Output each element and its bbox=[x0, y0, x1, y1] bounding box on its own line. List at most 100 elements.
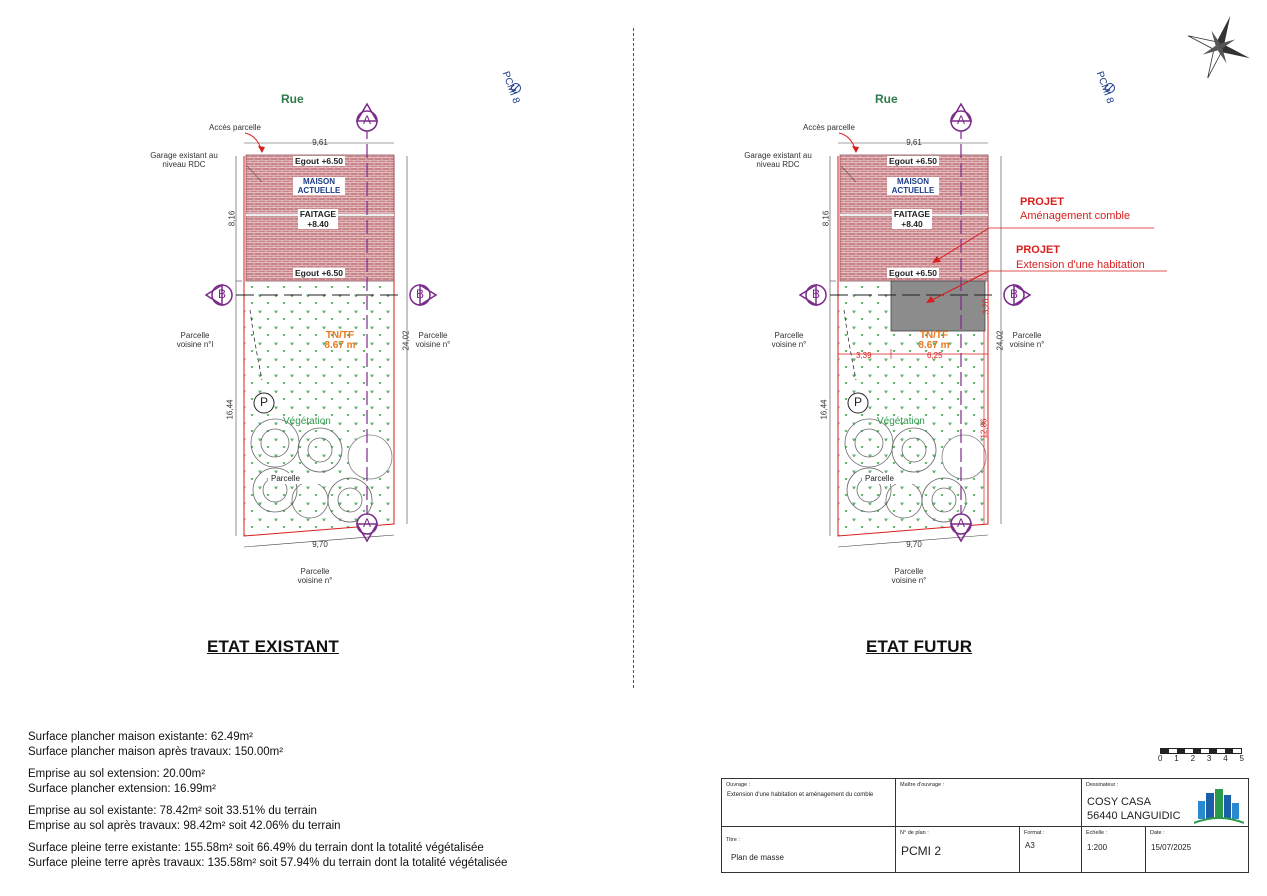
stat-line: Surface plancher maison existante: 62.49… bbox=[28, 731, 254, 743]
trees-icon bbox=[844, 418, 987, 523]
scale-tick: 2 bbox=[1190, 754, 1196, 763]
dim-left-bottom: 16,44 bbox=[225, 399, 235, 420]
titre-caption: Titre : bbox=[726, 837, 740, 843]
tn-label: TN/TF 8.67 m bbox=[324, 330, 356, 351]
scale-tick: 1 bbox=[1174, 754, 1179, 763]
cut-b-left-label: B bbox=[217, 287, 226, 301]
format-caption: Format : bbox=[1024, 830, 1045, 836]
parking-label: P bbox=[259, 395, 268, 409]
section-marker-a-bottom bbox=[949, 513, 973, 543]
section-marker-b-left bbox=[204, 283, 233, 307]
section-marker-a-bottom bbox=[355, 513, 379, 543]
dim-ext-bottom: 12,86 bbox=[979, 418, 989, 439]
cut-b-left-label: B bbox=[811, 287, 820, 301]
cut-b-right-label: B bbox=[1009, 287, 1018, 301]
projet1-sub: Aménagement comble bbox=[1020, 210, 1131, 222]
voisine-bottom: Parcelle voisine n° bbox=[891, 567, 927, 585]
egout-bottom: Egout +6.50 bbox=[887, 268, 939, 278]
garage-label: Garage existant au niveau RDC bbox=[744, 151, 812, 169]
garage-label: Garage existant au niveau RDC bbox=[150, 151, 218, 169]
title-existant: ETAT EXISTANT bbox=[207, 637, 339, 656]
section-marker-b-left bbox=[798, 283, 827, 307]
vegetation-label: Végétation bbox=[877, 416, 925, 427]
dim-ext-w: 6,25 bbox=[927, 351, 943, 360]
projet2-sub: Extension d'une habitation bbox=[1016, 259, 1145, 271]
dim-bottom: 9,70 bbox=[312, 540, 328, 549]
extension-block bbox=[890, 280, 986, 332]
stat-line: Emprise au sol extension: 20.00m² bbox=[28, 768, 206, 780]
parcelle-label: Parcelle bbox=[862, 473, 928, 484]
section-marker-a-top bbox=[949, 102, 973, 132]
rue-label: Rue bbox=[281, 92, 304, 106]
maitre-caption: Maître d'ouvrage : bbox=[900, 782, 945, 788]
maison-label: MAISON ACTUELLE bbox=[293, 177, 345, 195]
voisine-right: Parcelle voisine n° bbox=[1009, 331, 1045, 349]
dim-top: 9,61 bbox=[312, 138, 328, 147]
titre-value: Plan de masse bbox=[731, 853, 784, 862]
egout-bottom: Egout +6.50 bbox=[293, 268, 345, 278]
ouvrage-value: Extension d'une habitation et aménagemen… bbox=[727, 792, 874, 798]
faitage-label: FAITAGE +8.40 bbox=[892, 209, 932, 229]
format-value: A3 bbox=[1025, 841, 1035, 850]
stat-line: Surface plancher extension: 16.99m² bbox=[28, 783, 216, 795]
dessinateur-caption: Dessinateur : bbox=[1086, 782, 1119, 788]
dim-ext-h: 3,20 bbox=[981, 298, 991, 315]
title-block: Ouvrage : Extension d'une habitation et … bbox=[721, 778, 1249, 873]
pcmi-north-icon bbox=[511, 83, 521, 93]
cut-b-right-label: B bbox=[415, 287, 424, 301]
section-marker-b-right bbox=[1003, 283, 1032, 307]
egout-top: Egout +6.50 bbox=[293, 156, 345, 166]
stat-line: Emprise au sol après travaux: 98.42m² so… bbox=[28, 820, 341, 832]
parcelle-label: Parcelle bbox=[268, 473, 334, 484]
date-caption: Date : bbox=[1150, 830, 1165, 836]
faitage-label: FAITAGE +8.40 bbox=[298, 209, 338, 229]
projet1-title: PROJET bbox=[1020, 196, 1065, 208]
plan-futur-drawing bbox=[798, 83, 1167, 548]
company-logo-icon bbox=[1194, 789, 1244, 824]
tn-label: TN/TF 8.67 m bbox=[918, 330, 950, 351]
voisine-left: Parcelle voisine n° bbox=[771, 331, 807, 349]
rue-label: Rue bbox=[875, 92, 898, 106]
dim-ext-left: 3,39 bbox=[856, 351, 872, 360]
acces-label: Accès parcelle bbox=[802, 123, 856, 132]
projet2-title: PROJET bbox=[1016, 244, 1061, 256]
stat-line: Surface pleine terre existante: 155.58m²… bbox=[28, 842, 484, 854]
date-value: 15/07/2025 bbox=[1151, 843, 1192, 852]
dim-left-top: 8,16 bbox=[821, 210, 831, 227]
echelle-caption: Echelle : bbox=[1086, 830, 1108, 836]
center-divider bbox=[633, 28, 634, 688]
scale-tick: 5 bbox=[1239, 754, 1244, 763]
voisine-right: Parcelle voisine n° bbox=[415, 331, 451, 349]
dim-right: 24,02 bbox=[995, 330, 1005, 351]
egout-top: Egout +6.50 bbox=[887, 156, 939, 166]
maison-label: MAISON ACTUELLE bbox=[887, 177, 939, 195]
scale-tick: 3 bbox=[1206, 754, 1212, 763]
scale-tick: 0 bbox=[1158, 754, 1163, 763]
dim-bottom: 9,70 bbox=[906, 540, 922, 549]
cut-a-top-label: A bbox=[362, 113, 371, 127]
compass-rose-icon bbox=[1187, 15, 1251, 79]
numplan-value: PCMI 2 bbox=[901, 844, 942, 858]
scale-bar: 0 1 2 3 4 5 bbox=[1158, 745, 1244, 767]
stat-line: Surface plancher maison après travaux: 1… bbox=[28, 746, 284, 758]
cut-a-top-label: A bbox=[956, 113, 965, 127]
stat-line: Surface pleine terre après travaux: 135.… bbox=[28, 857, 508, 869]
numplan-caption: N° de plan : bbox=[900, 830, 929, 836]
scale-tick: 4 bbox=[1223, 754, 1228, 763]
stat-line: Emprise au sol existante: 78.42m² soit 3… bbox=[28, 805, 317, 817]
ouvrage-caption: Ouvrage : bbox=[726, 782, 751, 788]
dim-left-top: 8,16 bbox=[227, 210, 237, 227]
echelle-value: 1:200 bbox=[1087, 843, 1108, 852]
section-marker-b-right bbox=[409, 283, 438, 307]
acces-label: Accès parcelle bbox=[208, 123, 262, 132]
plan-existant: PCMI 8 Rue Accès parcelle Garage existan… bbox=[0, 0, 633, 700]
dessinateur-name: COSY CASA bbox=[1087, 796, 1151, 808]
plan-existant-drawing bbox=[204, 83, 521, 548]
voisine-left: Parcelle voisine n°l bbox=[176, 331, 214, 349]
plan-futur: PCMI 8 Rue Accès parcelle Garage existan… bbox=[594, 0, 1227, 700]
cut-a-bottom-label: A bbox=[362, 516, 371, 530]
parking-label: P bbox=[853, 395, 862, 409]
vegetation-label: Végétation bbox=[283, 416, 331, 427]
dessinateur-city: 56440 LANGUIDIC bbox=[1087, 810, 1181, 822]
surface-stats: Surface plancher maison existante: 62.49… bbox=[28, 730, 507, 871]
